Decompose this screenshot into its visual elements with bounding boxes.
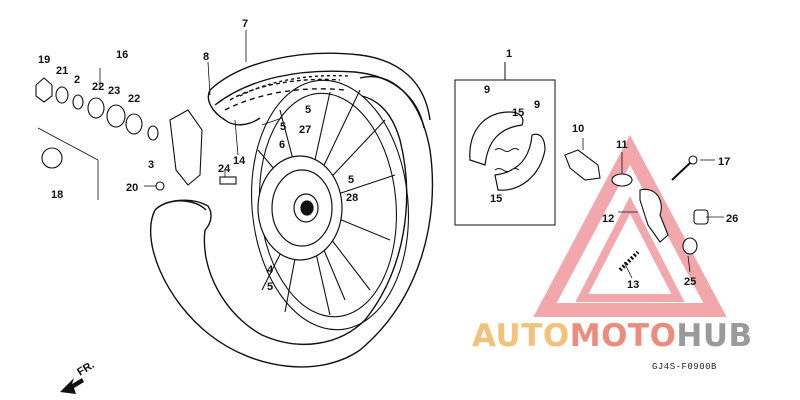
watermark-logo: AUTOMOTOHUB (472, 318, 753, 354)
callout-23: 23 (108, 85, 120, 97)
callout-17: 17 (718, 156, 730, 168)
callout-10: 10 (572, 123, 584, 135)
callout-12: 12 (602, 213, 614, 225)
callout-26: 26 (726, 213, 738, 225)
callout-21: 21 (56, 65, 68, 77)
callout-9a: 9 (484, 84, 490, 96)
brake-assembly-box (454, 62, 556, 226)
callout-28: 28 (346, 192, 358, 204)
callout-13: 13 (627, 279, 639, 291)
callout-5d: 5 (267, 281, 273, 293)
callout-22a: 22 (92, 81, 104, 93)
leader-lines (144, 30, 724, 279)
callout-8: 8 (203, 51, 209, 63)
left-side-parts (35, 68, 237, 200)
direction-label: FR. (75, 359, 96, 379)
forward-direction-arrow: FR. (60, 359, 97, 394)
callout-22b: 22 (128, 93, 140, 105)
callout-5c: 5 (348, 174, 354, 186)
callout-7: 7 (242, 18, 248, 30)
callout-4: 4 (267, 264, 274, 276)
callout-18: 18 (51, 189, 63, 201)
callout-25: 25 (684, 276, 696, 288)
tire (150, 52, 434, 368)
brake-shoes (469, 111, 546, 191)
callout-24: 24 (218, 163, 231, 175)
diagram-reference-code: GJ4S-F0900B (652, 362, 717, 372)
callout-1: 1 (506, 48, 512, 60)
callout-15a: 15 (512, 107, 524, 119)
wheel-hub (257, 155, 343, 261)
callout-11: 11 (616, 139, 628, 151)
callout-16: 16 (116, 49, 128, 61)
callout-3: 3 (148, 159, 154, 171)
callout-14: 14 (233, 155, 246, 167)
callout-27: 27 (299, 124, 311, 136)
callout-15b: 15 (490, 193, 502, 205)
callout-6: 6 (279, 139, 285, 151)
callout-numbers: 1 2 3 4 5 5 5 5 5 6 7 8 9 9 10 11 12 13 … (38, 18, 738, 293)
callout-5a: 5 (305, 104, 311, 116)
watermark-triangle (533, 135, 727, 317)
callout-2: 2 (74, 74, 80, 86)
callout-9b: 9 (534, 99, 540, 111)
right-side-parts (564, 149, 709, 272)
callout-19: 19 (38, 54, 50, 66)
callout-5b: 5 (280, 121, 286, 133)
callout-20: 20 (126, 182, 138, 194)
